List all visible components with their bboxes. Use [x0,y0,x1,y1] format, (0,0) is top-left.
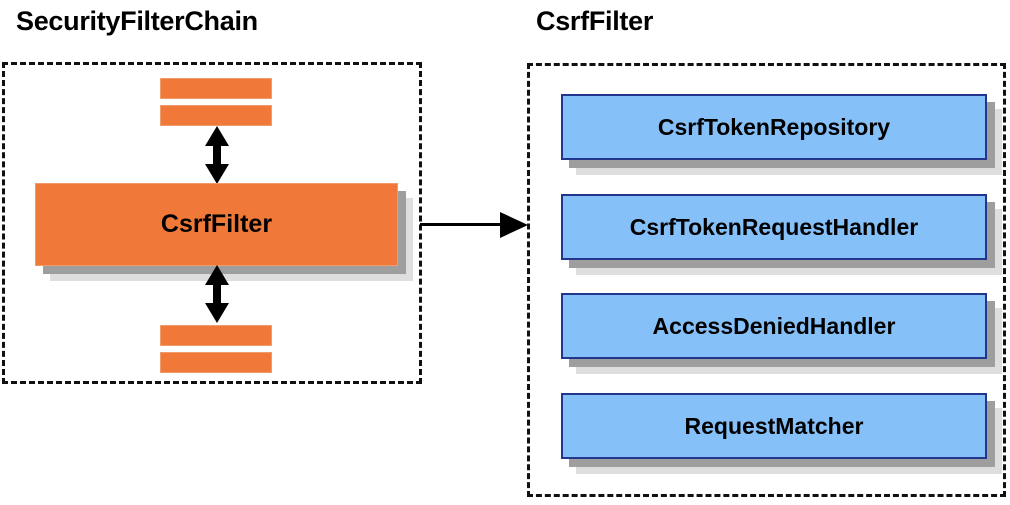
filter-bar-2 [160,105,272,126]
up-down-arrow-bottom-icon [205,265,229,323]
left-to-right-arrow-icon [420,212,528,238]
component-card-label: CsrfTokenRepository [657,113,891,140]
component-card-request-matcher: RequestMatcher [561,393,1002,474]
filter-bar-1 [160,78,272,99]
filter-bar-4 [160,352,272,373]
csrf-filter-boundary [527,63,1006,497]
component-card-label: AccessDeniedHandler [652,312,896,339]
component-card-face: CsrfTokenRequestHandler [561,194,987,260]
component-card-label: RequestMatcher [684,412,864,439]
filter-bar-3 [160,325,272,346]
csrf-filter-block-face: CsrfFilter [35,183,398,266]
component-card-csrf-token-request-handler: CsrfTokenRequestHandler [561,194,1002,275]
component-card-face: AccessDeniedHandler [561,293,987,359]
component-card-face: RequestMatcher [561,393,987,459]
csrf-filter-block: CsrfFilter [35,183,413,281]
component-card-label: CsrfTokenRequestHandler [629,213,919,240]
component-card-face: CsrfTokenRepository [561,94,987,160]
left-panel-title: SecurityFilterChain [16,6,258,36]
up-down-arrow-top-icon [205,126,229,184]
csrf-filter-block-label: CsrfFilter [160,210,273,238]
right-panel-title: CsrfFilter [536,6,654,36]
component-card-access-denied-handler: AccessDeniedHandler [561,293,1002,374]
component-card-csrf-token-repository: CsrfTokenRepository [561,94,1002,175]
